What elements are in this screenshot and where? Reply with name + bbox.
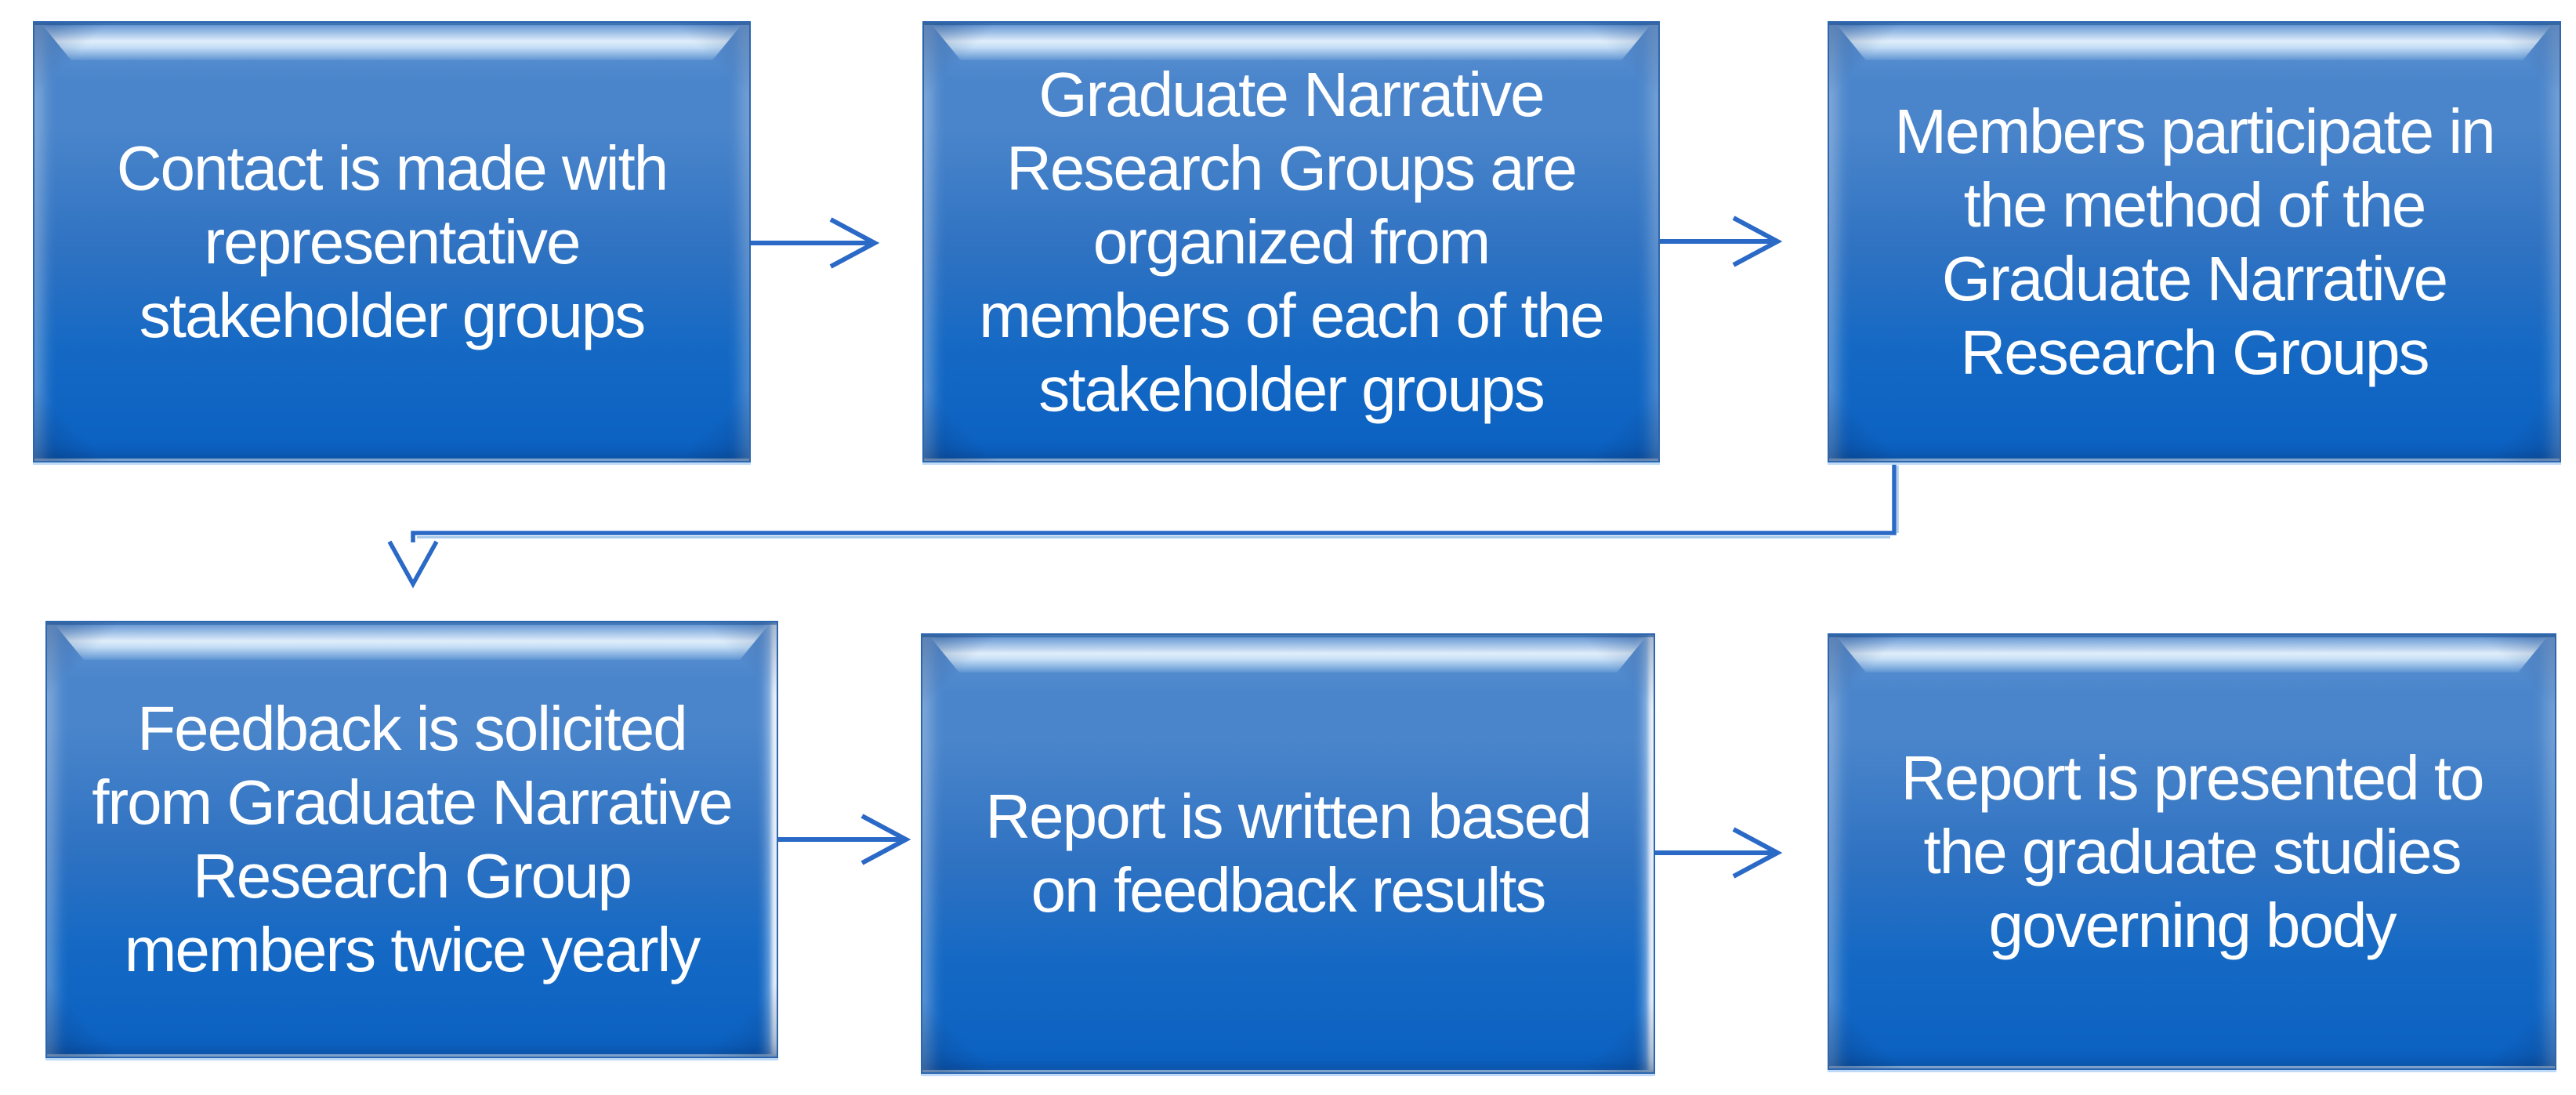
- connector-2-3: [1660, 216, 1783, 267]
- connector-4-5: [778, 814, 911, 865]
- flow-step-4: Feedback is solicited from Graduate Narr…: [45, 621, 778, 1058]
- flow-step-2-text: Graduate Narrative Research Groups are o…: [979, 59, 1604, 424]
- flow-step-1: Contact is made with representative stak…: [33, 21, 751, 462]
- flow-step-5: Report is written based on feedback resu…: [921, 633, 1655, 1074]
- flow-step-6: Report is presented to the graduate stud…: [1828, 633, 2556, 1070]
- flow-step-4-text: Feedback is solicited from Graduate Narr…: [92, 694, 734, 984]
- flow-step-6-text: Report is presented to the graduate stud…: [1900, 742, 2484, 960]
- connector-1-2: [751, 217, 880, 269]
- connector-3-4: [387, 464, 1899, 589]
- connector-5-6: [1655, 827, 1783, 879]
- flow-step-3: Members participate in the method of the…: [1828, 21, 2561, 462]
- flow-step-2: Graduate Narrative Research Groups are o…: [922, 21, 1660, 462]
- flow-step-3-text: Members participate in the method of the…: [1894, 96, 2495, 387]
- flow-step-1-text: Contact is made with representative stak…: [116, 132, 669, 350]
- flow-step-5-text: Report is written based on feedback resu…: [985, 781, 1592, 925]
